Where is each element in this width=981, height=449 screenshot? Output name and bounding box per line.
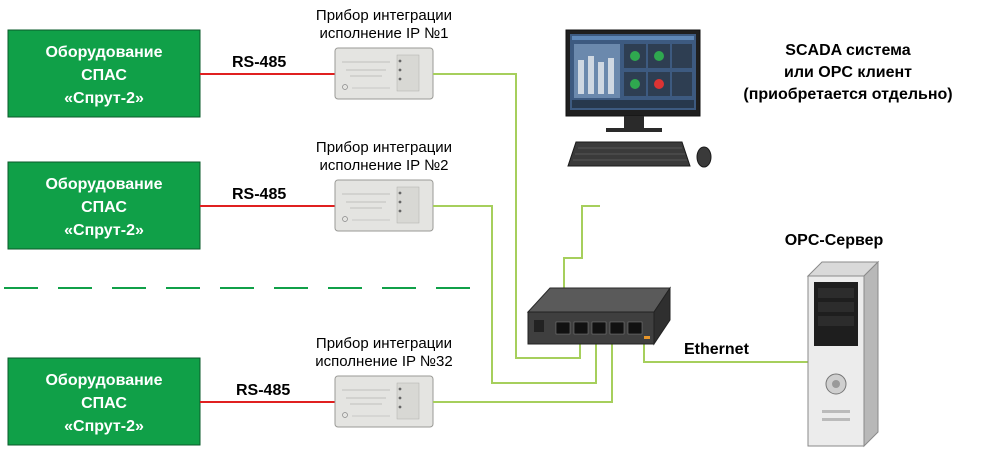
- router-icon: [526, 286, 671, 346]
- equipment-3-line2: СПАС: [81, 395, 127, 412]
- ethernet-line-2: [433, 205, 597, 384]
- ethernet-line-1: [433, 73, 581, 359]
- equipment-3-line1: Оборудование: [45, 372, 162, 389]
- ethernet-line-server: [643, 340, 808, 363]
- equipment-1-line3: «Спрут-2»: [64, 90, 144, 107]
- server-tower-icon: [806, 260, 880, 448]
- device-2-label-line1: Прибор интеграции: [316, 139, 452, 156]
- device-2-label-line2: исполнение IP №2: [319, 157, 448, 174]
- ethernet-line-3: [433, 340, 613, 403]
- equipment-box-3: Оборудование СПАС «Спрут-2»: [7, 357, 201, 446]
- opc-server-label: OPC-Сервер: [785, 232, 884, 249]
- integration-device-2: [334, 179, 434, 232]
- equipment-1-line1: Оборудование: [45, 44, 162, 61]
- mouse-icon: [696, 146, 712, 168]
- equipment-2-line1: Оборудование: [45, 176, 162, 193]
- equipment-box-1: Оборудование СПАС «Спрут-2»: [7, 29, 201, 118]
- equipment-box-2: Оборудование СПАС «Спрут-2»: [7, 161, 201, 250]
- integration-device-3: [334, 375, 434, 428]
- rs485-label-1: RS-485: [232, 54, 286, 71]
- equipment-1-line2: СПАС: [81, 67, 127, 84]
- integration-device-1: [334, 47, 434, 100]
- scada-label-line3: (приобретается отдельно): [743, 86, 952, 103]
- ethernet-line-scada: [563, 205, 600, 324]
- device-3-label-line2: исполнение IP №32: [315, 353, 452, 370]
- ethernet-label: Ethernet: [684, 341, 750, 358]
- scada-label-line1: SCADA система: [785, 42, 911, 59]
- keyboard-icon: [567, 141, 691, 167]
- scada-label-line2: или OPC клиент: [784, 64, 912, 81]
- device-3-label-line1: Прибор интеграции: [316, 335, 452, 352]
- rs485-label-2: RS-485: [232, 186, 286, 203]
- device-1-label-line1: Прибор интеграции: [316, 7, 452, 24]
- rs485-label-3: RS-485: [236, 382, 290, 399]
- monitor-icon: [565, 29, 701, 132]
- equipment-2-line3: «Спрут-2»: [64, 222, 144, 239]
- equipment-2-line2: СПАС: [81, 199, 127, 216]
- device-1-label-line2: исполнение IP №1: [319, 25, 448, 42]
- equipment-3-line3: «Спрут-2»: [64, 418, 144, 435]
